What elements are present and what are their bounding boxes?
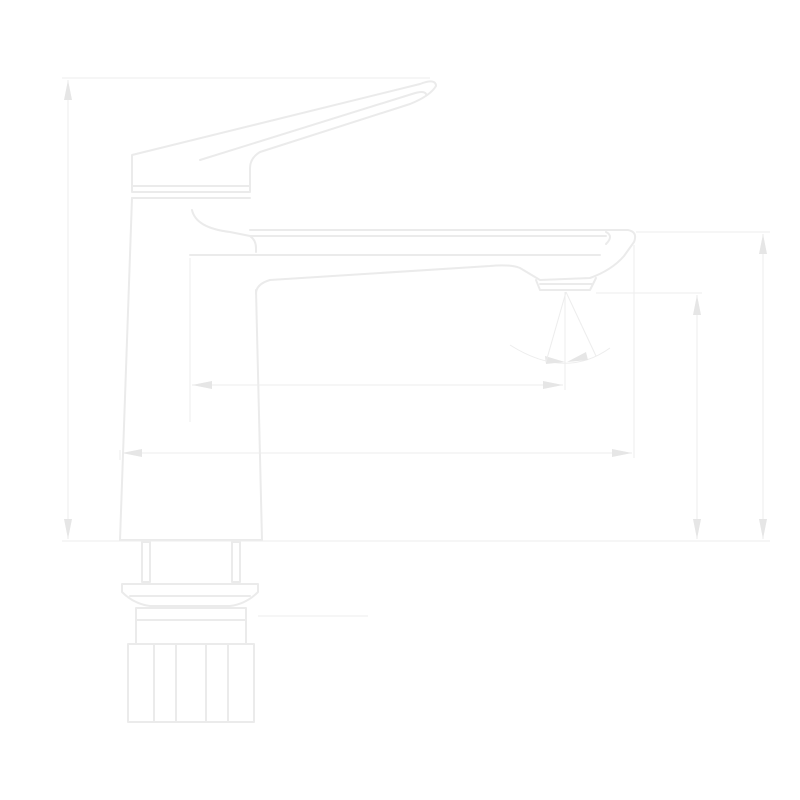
dimension-lines bbox=[62, 77, 770, 542]
faucet-neck-curve bbox=[191, 209, 257, 253]
arrow-spout-height-bottom bbox=[759, 519, 767, 539]
faucet-outline bbox=[119, 80, 637, 541]
arrow-swivel-right bbox=[567, 352, 588, 362]
arrow-spout-length-left bbox=[122, 449, 142, 457]
swivel-axis-right bbox=[565, 291, 597, 357]
mounting-washer bbox=[121, 583, 259, 607]
dimension-swivel-arc bbox=[509, 344, 611, 364]
arrow-aerator-height-bottom bbox=[693, 519, 701, 539]
mounting-hardware bbox=[121, 541, 368, 723]
mounting-shank-left bbox=[141, 541, 151, 583]
arrow-overall-height-bottom bbox=[64, 519, 72, 539]
arrow-swivel-left bbox=[545, 356, 565, 364]
faucet-column bbox=[119, 197, 263, 541]
arrow-aerator-height-top bbox=[693, 295, 701, 315]
arrow-spout-reach-left bbox=[192, 381, 212, 389]
faucet-spout bbox=[249, 229, 637, 295]
arrow-spout-length-right bbox=[612, 449, 632, 457]
mounting-shank-right bbox=[231, 541, 241, 583]
faucet-handle-inner-line bbox=[199, 91, 427, 161]
arrow-spout-reach-right bbox=[543, 381, 563, 389]
mounting-nut bbox=[127, 643, 255, 723]
arrow-overall-height-top bbox=[64, 80, 72, 100]
faucet-handle bbox=[131, 80, 437, 193]
mounting-plate bbox=[135, 607, 247, 621]
arrow-spout-height-top bbox=[759, 234, 767, 254]
faucet-spout-tip bbox=[605, 231, 611, 245]
swivel-axis-left bbox=[545, 291, 567, 363]
